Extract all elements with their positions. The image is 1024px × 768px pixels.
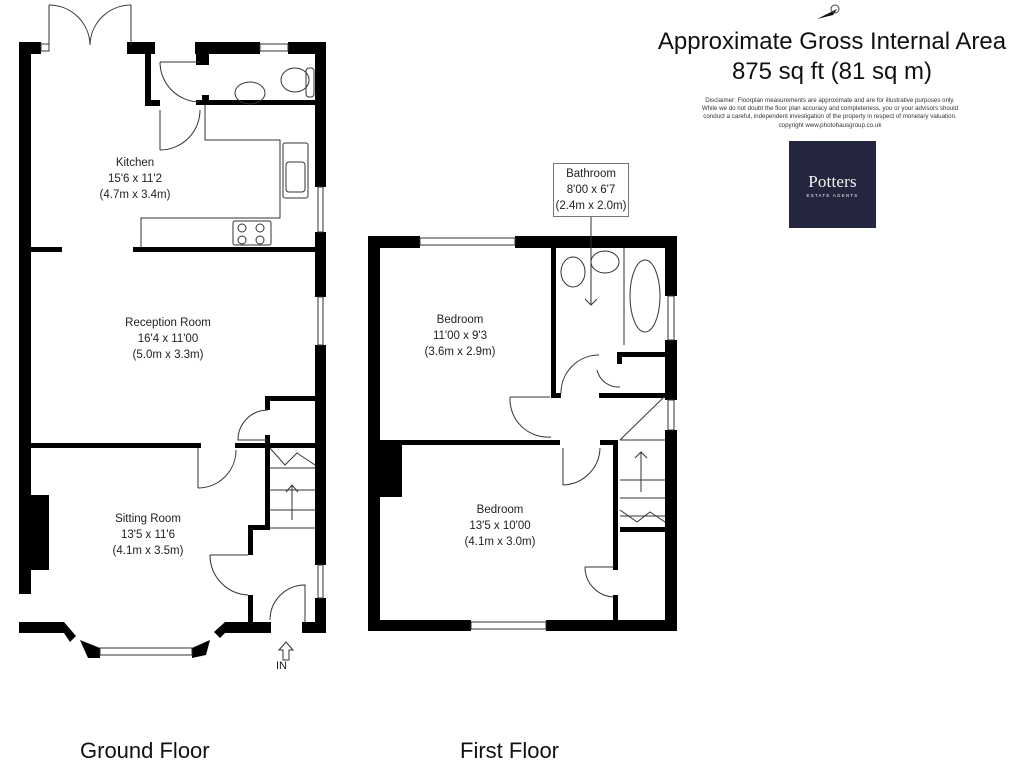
first-floor-walls (368, 236, 677, 631)
room-label-sitting: Sitting Room 13'5 x 11'6 (4.1m x 3.5m) (98, 511, 198, 559)
potters-logo: Potters ESTATE AGENTS (789, 141, 876, 228)
ground-floor-walls (19, 42, 326, 658)
room-name: Bathroom (566, 168, 616, 180)
logo-tagline: ESTATE AGENTS (806, 193, 859, 198)
disclaimer: Disclaimer: Floorplan measurements are a… (660, 97, 1000, 130)
room-size-metric: (2.4m x 2.0m) (555, 200, 627, 212)
room-label-bedroom-2: Bedroom 13'5 x 10'00 (4.1m x 3.0m) (450, 502, 550, 550)
area-title: Approximate Gross Internal Area (657, 28, 1007, 55)
entrance-label: IN (276, 660, 287, 672)
ground-floor-fixtures (40, 4, 324, 661)
room-size-metric: (3.6m x 2.9m) (424, 346, 496, 358)
room-size-metric: (4.1m x 3.0m) (464, 536, 536, 548)
area-value: 875 sq ft (81 sq m) (731, 58, 933, 85)
room-name: Kitchen (115, 157, 155, 169)
room-name: Bedroom (436, 314, 484, 326)
north-arrow-icon (815, 3, 845, 26)
room-label-bedroom-1: Bedroom 11'00 x 9'3 (3.6m x 2.9m) (410, 312, 510, 360)
room-size-imperial: 8'00 x 6'7 (566, 184, 616, 196)
room-size-imperial: 15'6 x 11'2 (107, 173, 163, 185)
room-name: Reception Room (125, 317, 211, 329)
first-floor-label: First Floor (460, 738, 559, 763)
room-size-metric: (4.1m x 3.5m) (112, 545, 184, 557)
room-size-imperial: 16'4 x 11'00 (137, 333, 199, 345)
copyright-line: copyright www.photohausgroup.co.uk (778, 121, 882, 129)
first-floor-fixtures (419, 217, 675, 630)
room-label-kitchen: Kitchen 15'6 x 11'2 (4.7m x 3.4m) (85, 155, 185, 203)
room-name: Sitting Room (115, 513, 181, 525)
room-size-imperial: 11'00 x 9'3 (432, 330, 488, 342)
disclaimer-line: While we do not doubt the floor plan acc… (701, 105, 959, 113)
ground-floor-label: Ground Floor (80, 738, 210, 763)
room-size-metric: (5.0m x 3.3m) (132, 349, 204, 361)
room-size-metric: (4.7m x 3.4m) (99, 189, 171, 201)
room-size-imperial: 13'5 x 11'6 (120, 529, 176, 541)
disclaimer-line: Disclaimer: Floorplan measurements are a… (705, 97, 955, 104)
room-label-reception: Reception Room 16'4 x 11'00 (5.0m x 3.3m… (108, 315, 228, 363)
room-size-imperial: 13'5 x 10'00 (469, 520, 531, 532)
room-name: Bedroom (476, 504, 524, 516)
disclaimer-line: conduct a careful, independent investiga… (703, 113, 957, 121)
room-label-bathroom: Bathroom 8'00 x 6'7 (2.4m x 2.0m) (553, 163, 629, 217)
logo-name: Potters (808, 172, 857, 191)
